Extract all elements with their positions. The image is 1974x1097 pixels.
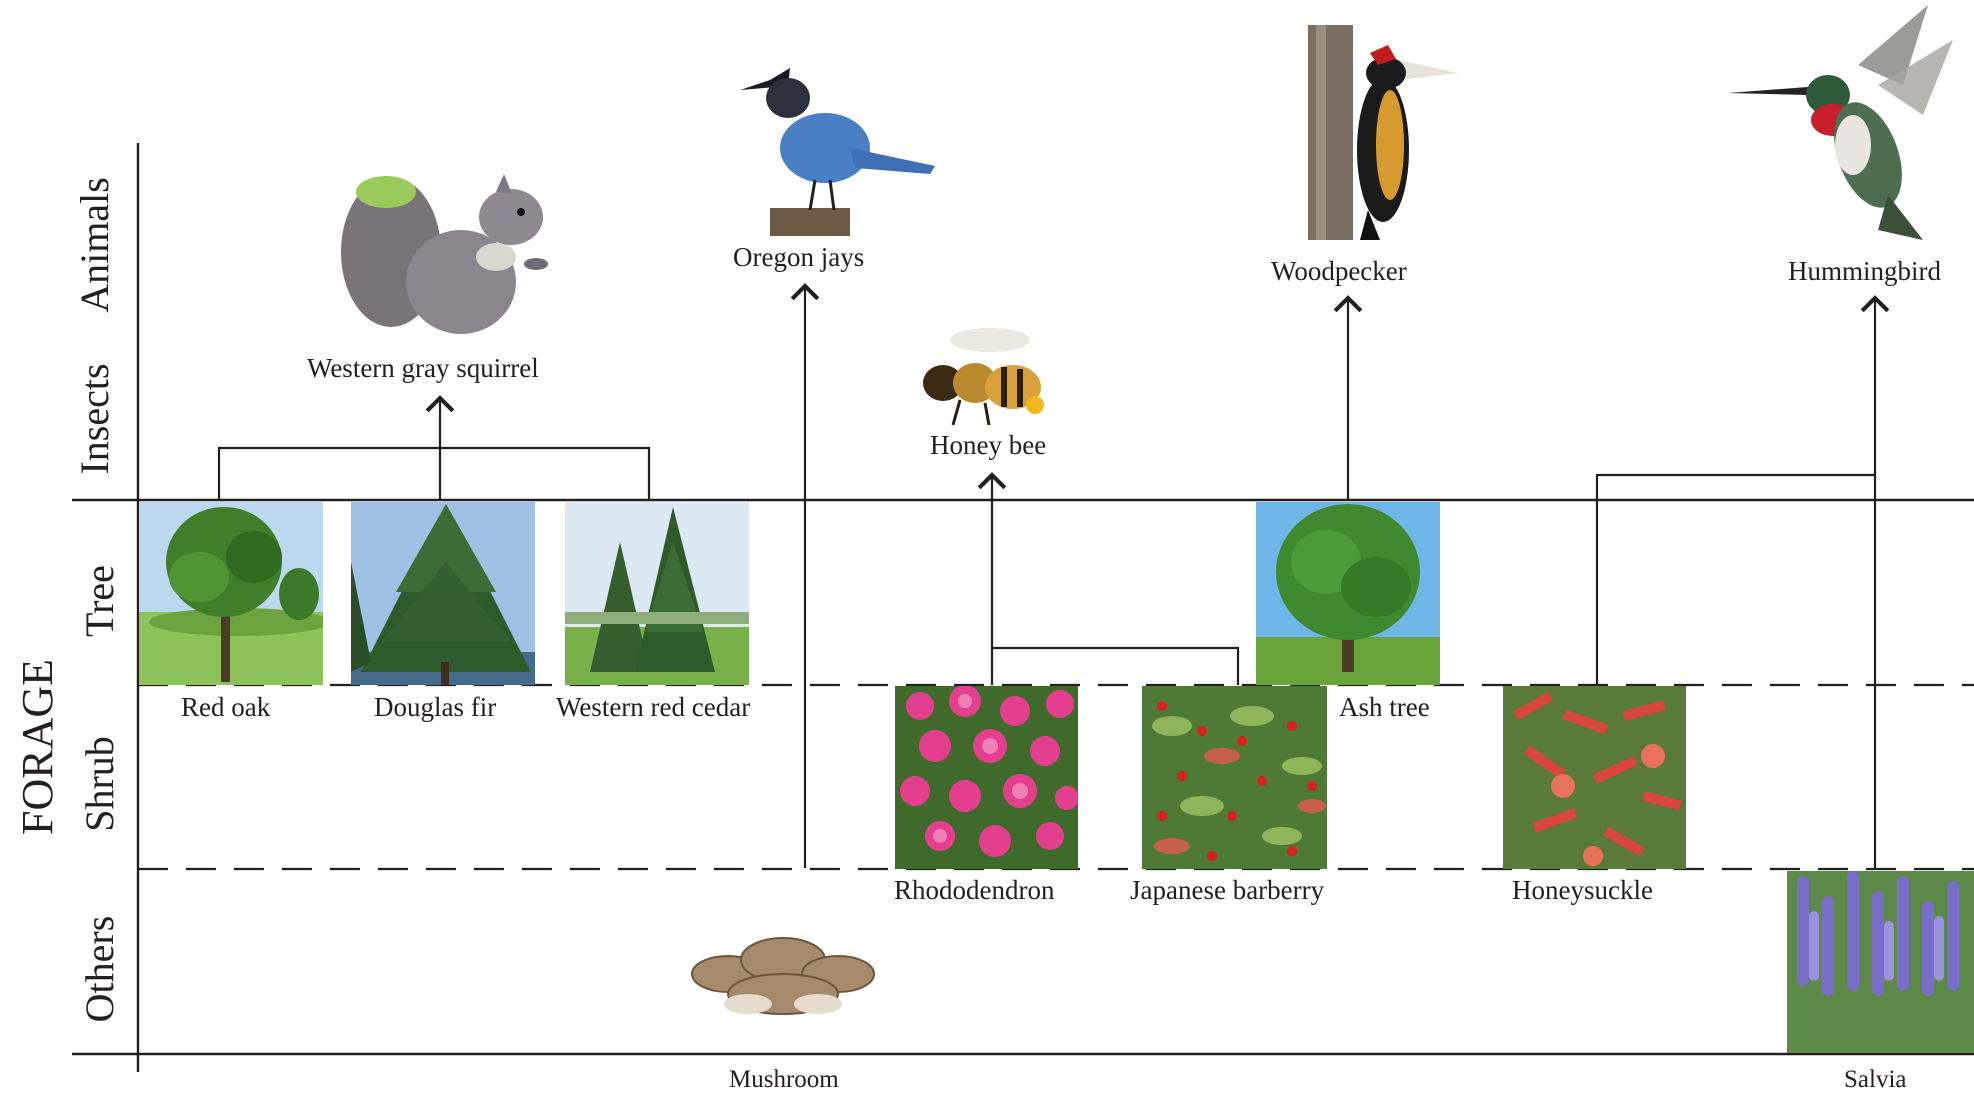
label-rhododendron: Rhododendron [894, 875, 1055, 905]
label-western-red-cedar: Western red cedar [556, 692, 751, 722]
label-oregon-jays: Oregon jays [733, 242, 865, 272]
bee-bracket [990, 646, 1240, 685]
label-honey-bee: Honey bee [930, 430, 1047, 460]
label-salvia: Salvia [1844, 1066, 1907, 1093]
label-ash-tree: Ash tree [1339, 692, 1430, 722]
rhododendron-image [895, 686, 1078, 869]
red-oak-image [139, 502, 323, 685]
label-honeysuckle: Honeysuckle [1512, 875, 1653, 905]
row-label-animals: Animals [72, 177, 117, 313]
hummingbird-image [1728, 5, 1958, 245]
label-woodpecker: Woodpecker [1271, 256, 1407, 286]
label-douglas-fir: Douglas fir [374, 692, 497, 722]
mushroom-image [688, 912, 878, 1022]
label-western-gray-squirrel: Western gray squirrel [307, 353, 539, 383]
label-hummingbird: Hummingbird [1788, 256, 1941, 286]
oregon-jay-image [730, 68, 935, 236]
japanese-barberry-image [1142, 686, 1327, 869]
row-label-insects: Insects [72, 363, 117, 475]
honeysuckle-image [1503, 686, 1686, 869]
western-red-cedar-image [565, 502, 749, 685]
honeysuckle-link [1595, 473, 1875, 685]
row-label-tree: Tree [77, 565, 122, 637]
label-mushroom: Mushroom [729, 1066, 839, 1093]
douglas-fir-image [351, 502, 535, 685]
label-red-oak: Red oak [181, 692, 271, 722]
squirrel-bracket [217, 446, 651, 500]
ash-tree-image [1256, 502, 1440, 685]
salvia-image [1787, 871, 1974, 1053]
row-label-shrub: Shrub [77, 736, 122, 832]
squirrel-image [336, 172, 554, 342]
axis-label-forage: FORAGE [13, 658, 62, 835]
honey-bee-image [905, 325, 1045, 425]
row-label-others: Others [77, 915, 122, 1023]
woodpecker-image [1308, 25, 1458, 240]
label-japanese-barberry: Japanese barberry [1130, 875, 1325, 905]
